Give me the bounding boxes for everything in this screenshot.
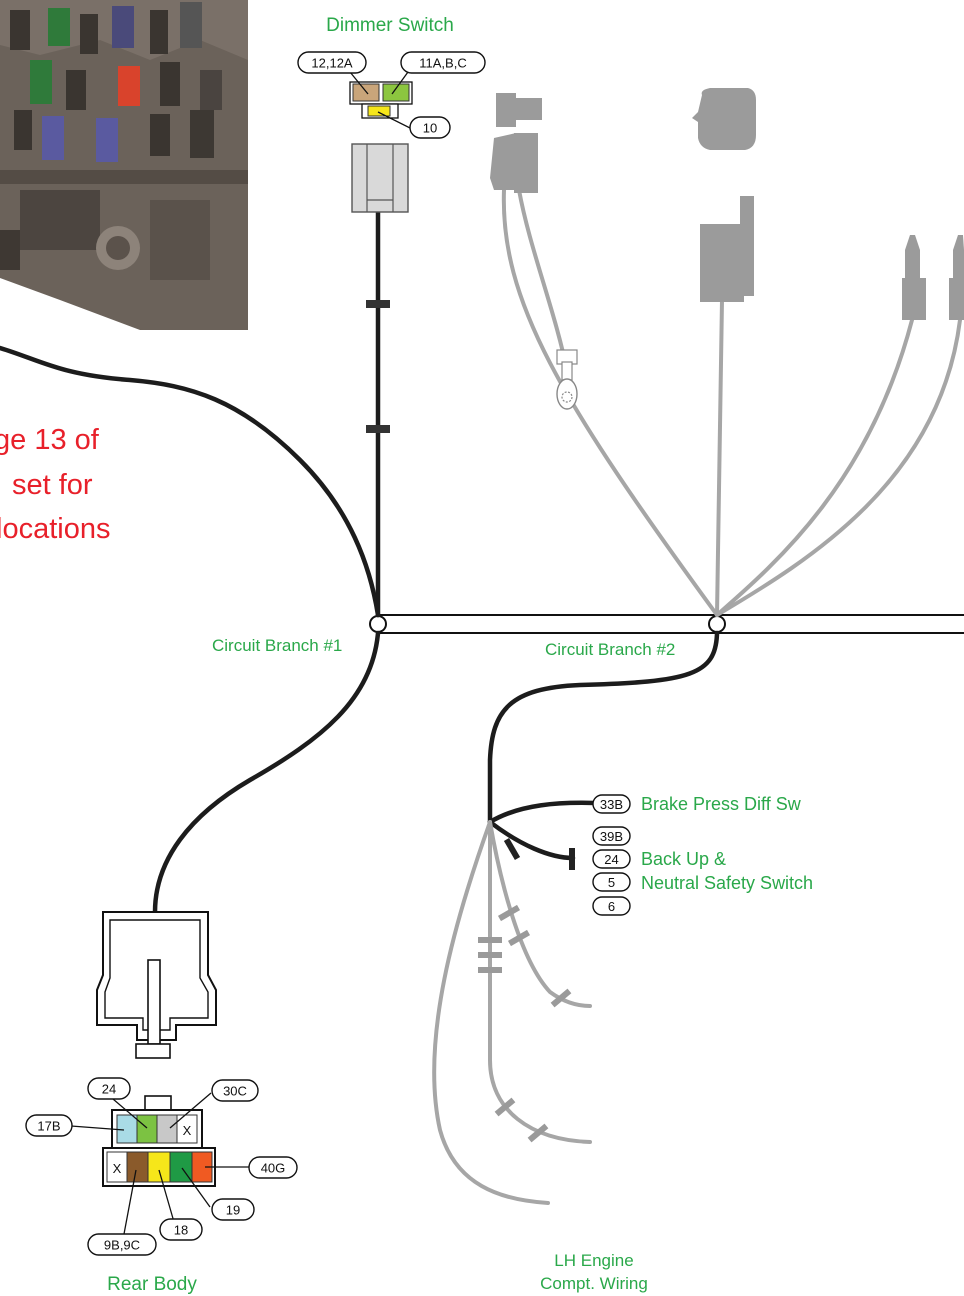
pin-9b-9c: 9B,9C [104,1238,140,1253]
dimmer-switch-label: Dimmer Switch [326,15,454,36]
pin-5: 5 [608,875,615,890]
pin-33b: 33B [600,797,623,812]
pin-24-rear: 24 [102,1082,116,1097]
gray-wires [432,188,962,1205]
pin-39b: 39B [600,829,623,844]
pin-6: 6 [608,899,615,914]
note-line-3: locations [0,513,110,545]
rear-body-label: Rear Body [107,1274,197,1295]
gray-connectors [490,88,964,410]
pin-18: 18 [174,1223,188,1238]
lh-engine-label-2: Compt. Wiring [540,1274,648,1293]
rear-body-callouts [25,1077,298,1256]
rear-body-connector-side [96,911,217,1059]
pin-30c: 30C [223,1084,247,1099]
pin-12-12a: 12,12A [311,56,353,71]
rear-body-connector-face [102,1095,216,1187]
brake-press-label: Brake Press Diff Sw [641,794,802,814]
circuit-branch-1-label: Circuit Branch #1 [212,636,342,655]
branch-2-node [708,615,726,633]
dimmer-switch-connector [349,81,413,213]
note-line-2: set for [12,469,93,501]
branch-1-node [369,615,387,633]
main-trunk [369,614,964,634]
pin-24-backup: 24 [604,852,618,867]
cavity-x-bottom: X [113,1161,122,1176]
backup-label-2: Neutral Safety Switch [641,873,813,893]
pin-19: 19 [226,1203,240,1218]
circuit-branch-2-label: Circuit Branch #2 [545,640,675,659]
bullet-connector-icon [902,235,964,320]
ring-terminal-icon [556,349,578,410]
lh-engine-label-1: LH Engine [554,1251,633,1270]
pin-11abc: 11A,B,C [419,56,466,71]
pin-40g: 40G [261,1161,286,1176]
backup-label-1: Back Up & [641,849,726,869]
pin-10: 10 [423,121,437,136]
brake-backup-pins [592,794,631,916]
note-line-1: ge 13 of [0,424,100,456]
pin-17b: 17B [37,1119,60,1134]
cavity-x-top: X [183,1123,192,1138]
dark-wires [0,209,720,915]
fuse-box-photo [0,0,248,330]
dimmer-callouts [297,51,486,139]
